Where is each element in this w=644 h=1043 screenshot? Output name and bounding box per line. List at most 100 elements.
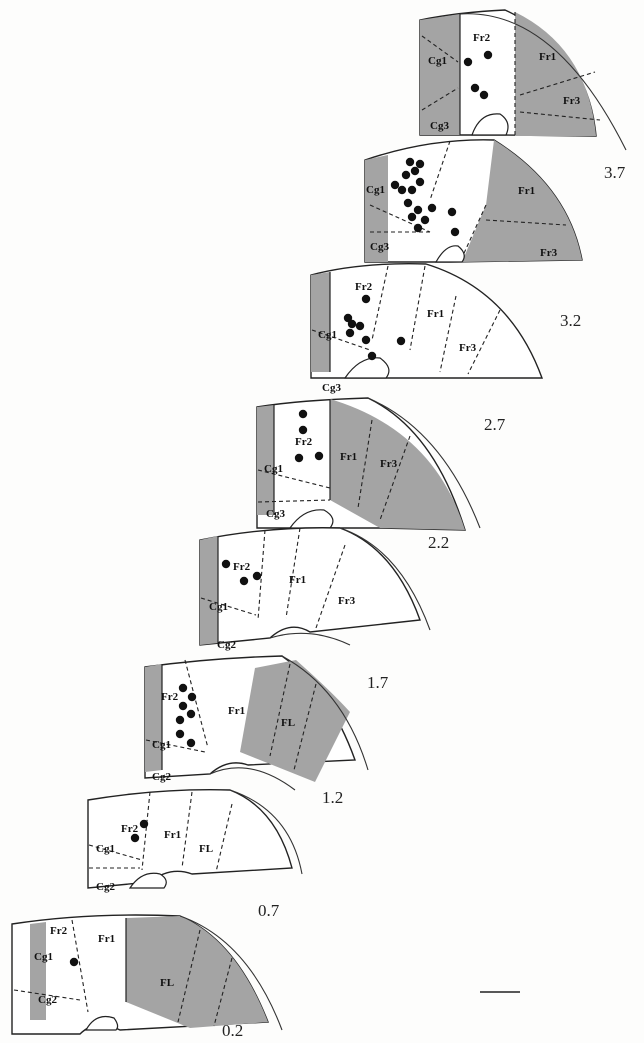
label-cg1: Cg1 <box>152 739 171 751</box>
recording-site <box>252 571 262 581</box>
section-level-2-2: Cg1 Fr2 Fr1 Fr3 Cg3 2.7 <box>256 397 506 531</box>
recording-site <box>483 50 493 60</box>
recording-site <box>397 185 407 195</box>
label-fr2: Fr2 <box>121 823 139 835</box>
label-fr3: Fr3 <box>380 458 398 470</box>
label-cg1: Cg1 <box>34 951 53 963</box>
recording-site <box>361 294 371 304</box>
label-fl: FL <box>199 843 213 855</box>
label-cg1: Cg1 <box>366 184 385 196</box>
label-fr1: Fr1 <box>289 574 306 586</box>
recording-site <box>420 215 430 225</box>
level-label-1-7: 1.7 <box>367 673 389 692</box>
recording-site <box>178 683 188 693</box>
recording-site <box>361 335 371 345</box>
recording-site <box>396 336 406 346</box>
label-fr2: Fr2 <box>161 691 179 703</box>
label-fr1: Fr1 <box>98 933 115 945</box>
section-level-3-2: Cg1 Fr1 Fr3 Cg3 <box>364 139 583 263</box>
label-cg3: Cg3 <box>370 241 389 253</box>
recording-site <box>413 223 423 233</box>
label-cg2: Cg2 <box>152 771 171 783</box>
label-fr1: Fr1 <box>164 829 181 841</box>
recording-site <box>187 692 197 702</box>
label-cg3: Cg3 <box>430 120 449 132</box>
recording-site <box>221 559 231 569</box>
section-level-0-7: Cg1 Cg2 Fr2 Fr1 FL 1.2 <box>87 788 343 893</box>
label-fr3: Fr3 <box>459 342 477 354</box>
label-cg3: Cg3 <box>266 508 285 520</box>
level-label-3-2: 3.2 <box>560 311 581 330</box>
label-cg1: Cg1 <box>428 55 447 67</box>
label-fr1: Fr1 <box>340 451 357 463</box>
fr1-fr3-shaded-area <box>515 12 596 136</box>
recording-site <box>294 453 304 463</box>
recording-site <box>178 701 188 711</box>
recording-site <box>367 351 377 361</box>
recording-site <box>463 57 473 67</box>
label-cg2: Cg2 <box>38 994 57 1006</box>
label-fr3: Fr3 <box>338 595 356 607</box>
recording-site <box>415 159 425 169</box>
label-fr2: Fr2 <box>233 561 251 573</box>
recording-site <box>314 451 324 461</box>
recording-site <box>343 313 353 323</box>
label-fr2: Fr2 <box>355 281 373 293</box>
label-fr2: Fr2 <box>295 436 313 448</box>
recording-site <box>355 321 365 331</box>
level-label-1-2: 1.2 <box>322 788 343 807</box>
recording-site <box>298 409 308 419</box>
level-label-0-2: 0.2 <box>222 1021 243 1040</box>
label-cg1: Cg1 <box>96 843 115 855</box>
recording-site <box>470 83 480 93</box>
label-fr2: Fr2 <box>473 32 491 44</box>
label-cg1: Cg1 <box>264 463 283 475</box>
label-fr2: Fr2 <box>50 925 68 937</box>
label-cg1: Cg1 <box>318 329 337 341</box>
recording-site <box>69 957 79 967</box>
recording-site <box>345 328 355 338</box>
recording-site <box>139 819 149 829</box>
label-fr1: Fr1 <box>427 308 444 320</box>
recording-site <box>239 576 249 586</box>
section-level-3-7: Cg1 Fr2 Fr1 Fr3 Cg3 3.7 <box>419 9 627 182</box>
label-fl: FL <box>160 977 174 989</box>
label-cg3: Cg3 <box>322 382 341 394</box>
recording-site <box>413 205 423 215</box>
section-level-1-7: Cg1 Cg2 Fr2 Fr1 Fr3 2.2 <box>199 527 449 651</box>
recording-site <box>175 729 185 739</box>
recording-site <box>415 177 425 187</box>
level-label-3-7: 3.7 <box>604 163 626 182</box>
recording-site <box>403 198 413 208</box>
recording-site <box>407 185 417 195</box>
section-level-1-2: Cg1 Cg2 Fr2 Fr1 FL 1.7 <box>144 655 389 791</box>
recording-site <box>175 715 185 725</box>
label-cg2: Cg2 <box>217 639 236 651</box>
level-label-0-7: 0.7 <box>258 901 280 920</box>
recording-site <box>347 319 357 329</box>
label-fr1: Fr1 <box>228 705 245 717</box>
label-cg1: Cg1 <box>209 601 228 613</box>
label-fr1: Fr1 <box>539 51 556 63</box>
recording-site <box>427 203 437 213</box>
label-fr3: Fr3 <box>540 247 558 259</box>
recording-site <box>186 709 196 719</box>
recording-site <box>479 90 489 100</box>
recording-site <box>405 157 415 167</box>
recording-site <box>401 170 411 180</box>
label-fl: FL <box>281 717 295 729</box>
recording-site <box>450 227 460 237</box>
recording-site <box>130 833 140 843</box>
cg-shaded-area <box>420 14 460 135</box>
label-fr3: Fr3 <box>563 95 581 107</box>
recording-site <box>447 207 457 217</box>
level-label-2-7: 2.7 <box>484 415 506 434</box>
recording-site <box>186 738 196 748</box>
section-level-2-7: Cg1 Fr2 Fr1 Fr3 Cg3 3.2 <box>310 263 581 394</box>
label-fr1: Fr1 <box>518 185 535 197</box>
recording-site <box>390 180 400 190</box>
section-level-0-2: Cg1 Cg2 Fr2 Fr1 FL 0.7 0.2 <box>11 901 283 1040</box>
recording-site <box>298 425 308 435</box>
level-label-2-2: 2.2 <box>428 533 449 552</box>
